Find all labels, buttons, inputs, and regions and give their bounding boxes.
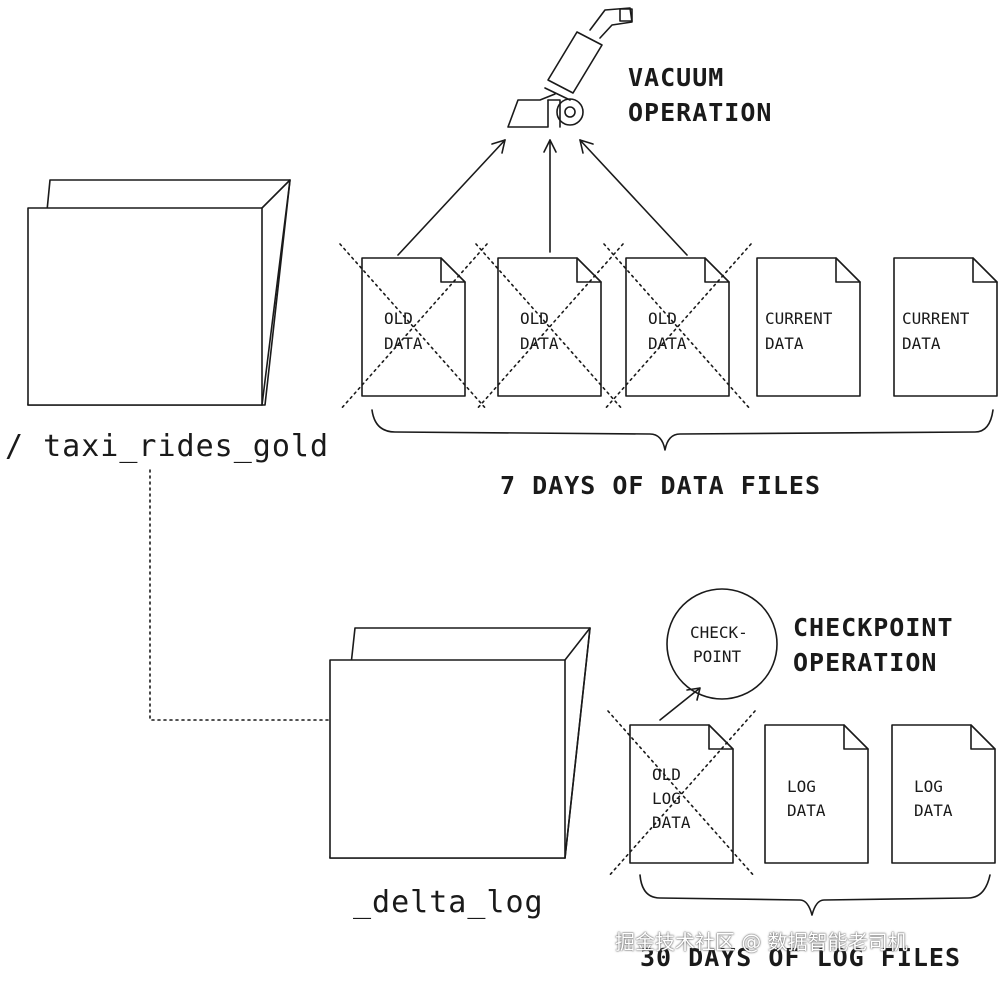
data-file-2-text-line1: OLD (520, 309, 549, 328)
data-file-3 (603, 243, 752, 411)
crossed-out-mark (607, 710, 756, 878)
log-file-2-text-line1: LOG (787, 777, 816, 796)
log-files-caption: 30 DAYS OF LOG FILES (640, 943, 961, 972)
data-files-brace (371, 409, 994, 451)
table-folder-icon (27, 179, 291, 406)
checkpoint-circle-line2: POINT (693, 647, 742, 666)
crossed-out-mark (339, 243, 488, 411)
data-file-5 (893, 257, 998, 397)
log-file-2 (764, 724, 869, 864)
vacuum-label-line1: VACUUM (628, 63, 724, 92)
data-file-2-text-line2: DATA (520, 334, 559, 353)
log-file-2-text-line2: DATA (787, 801, 826, 820)
watermark: 掘金技术社区 @ 数据智能老司机 (615, 930, 908, 954)
log-file-3 (891, 724, 996, 864)
log-files-brace (639, 874, 991, 916)
data-file-4-text-line1: CURRENT (765, 309, 833, 328)
data-file-1-text-line2: DATA (384, 334, 423, 353)
crossed-out-mark (603, 243, 752, 411)
log-file-3-text-line1: LOG (914, 777, 943, 796)
data-file-4 (756, 257, 861, 397)
crossed-out-mark (475, 243, 624, 411)
checkpoint-circle-line1: CHECK- (690, 623, 748, 642)
data-file-3-text-line1: OLD (648, 309, 677, 328)
log-file-1-text-line1: OLD (652, 765, 681, 784)
vacuum-arrows (397, 139, 688, 256)
data-files-caption: 7 DAYS OF DATA FILES (500, 471, 821, 500)
folder-connector (149, 469, 331, 721)
log-folder-icon (329, 627, 591, 859)
log-file-1 (607, 710, 756, 878)
vacuum-cleaner-icon (507, 7, 633, 128)
vacuum-label-line2: OPERATION (628, 98, 772, 127)
log-file-1-text-line3: DATA (652, 813, 691, 832)
data-file-1-text-line1: OLD (384, 309, 413, 328)
checkpoint-circle (666, 588, 778, 700)
data-file-1 (339, 243, 488, 411)
data-file-5-text-line2: DATA (902, 334, 941, 353)
data-file-5-text-line1: CURRENT (902, 309, 970, 328)
table-folder-label: / taxi_rides_gold (5, 429, 329, 464)
checkpoint-arrow (659, 687, 701, 721)
data-file-3-text-line2: DATA (648, 334, 687, 353)
data-file-2 (475, 243, 624, 411)
data-file-4-text-line2: DATA (765, 334, 804, 353)
log-file-1-text-line2: LOG (652, 789, 681, 808)
log-folder-label: _delta_log (353, 885, 544, 920)
log-file-3-text-line2: DATA (914, 801, 953, 820)
checkpoint-label-line2: OPERATION (793, 648, 937, 677)
checkpoint-label-line1: CHECKPOINT (793, 613, 954, 642)
